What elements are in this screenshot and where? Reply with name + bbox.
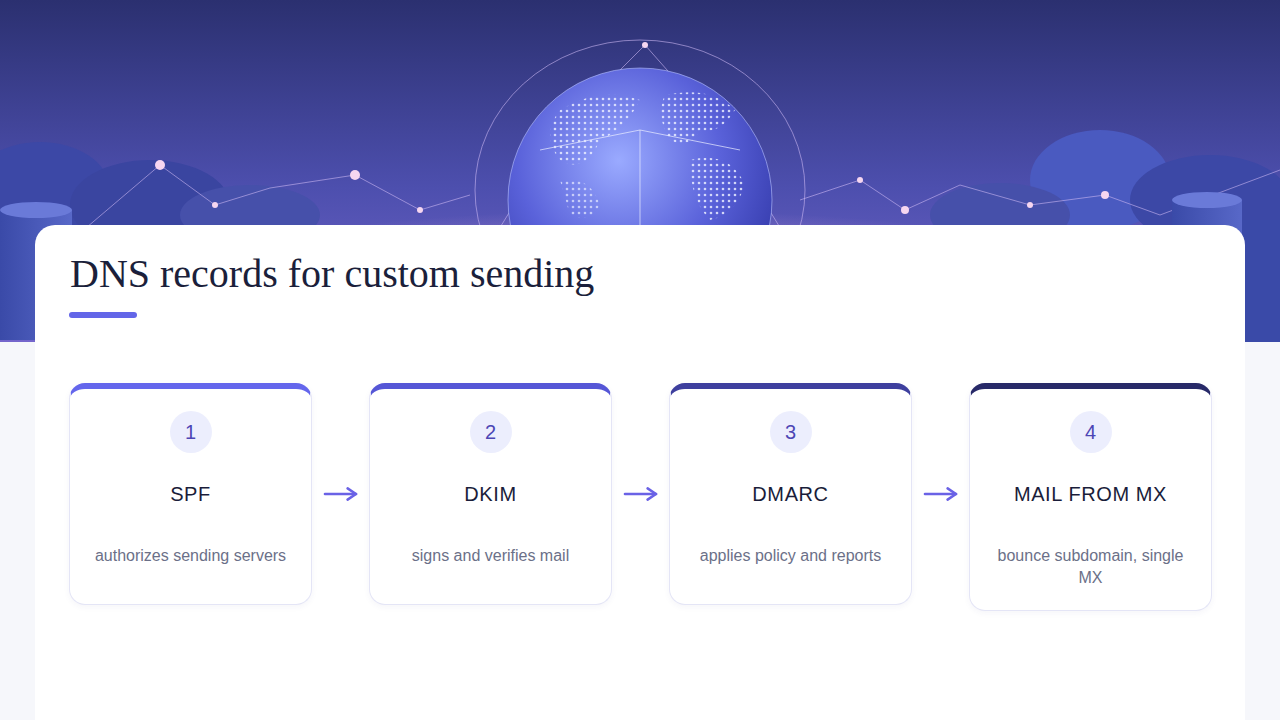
badge-circle-shape: [470, 411, 512, 453]
record-description: bounce subdomain, single MX: [988, 545, 1193, 589]
record-name: SPF: [88, 481, 293, 507]
step-number: 1: [170, 411, 212, 453]
step-badge: 2: [470, 411, 512, 453]
record-card: MAIL FROM MX bounce subdomain, single MX 4: [969, 383, 1212, 611]
flow-arrow: [625, 493, 656, 496]
badge-circle-shape: [170, 411, 212, 453]
title-underline: [69, 312, 137, 318]
record-name: DKIM: [388, 481, 593, 507]
step-number: 2: [470, 411, 512, 453]
step-number: 4: [1070, 411, 1112, 453]
flow-arrow: [325, 493, 356, 496]
step-number: 3: [770, 411, 812, 453]
flow-arrow: [925, 493, 956, 496]
record-card: SPF authorizes sending servers 1: [69, 383, 312, 605]
record-card: DKIM signs and verifies mail 2: [369, 383, 612, 605]
record-description: authorizes sending servers: [88, 545, 293, 567]
record-name: DMARC: [688, 481, 893, 507]
step-badge: 3: [770, 411, 812, 453]
badge-circle-shape: [770, 411, 812, 453]
record-card: DMARC applies policy and reports 3: [669, 383, 912, 605]
content-panel: [35, 225, 1245, 720]
badge-circle-shape: [1070, 411, 1112, 453]
diagram-title: DNS records for custom sending: [70, 250, 594, 298]
record-name: MAIL FROM MX: [988, 481, 1193, 507]
record-description: signs and verifies mail: [388, 545, 593, 567]
record-description: applies policy and reports: [688, 545, 893, 567]
step-badge: 1: [170, 411, 212, 453]
step-badge: 4: [1070, 411, 1112, 453]
